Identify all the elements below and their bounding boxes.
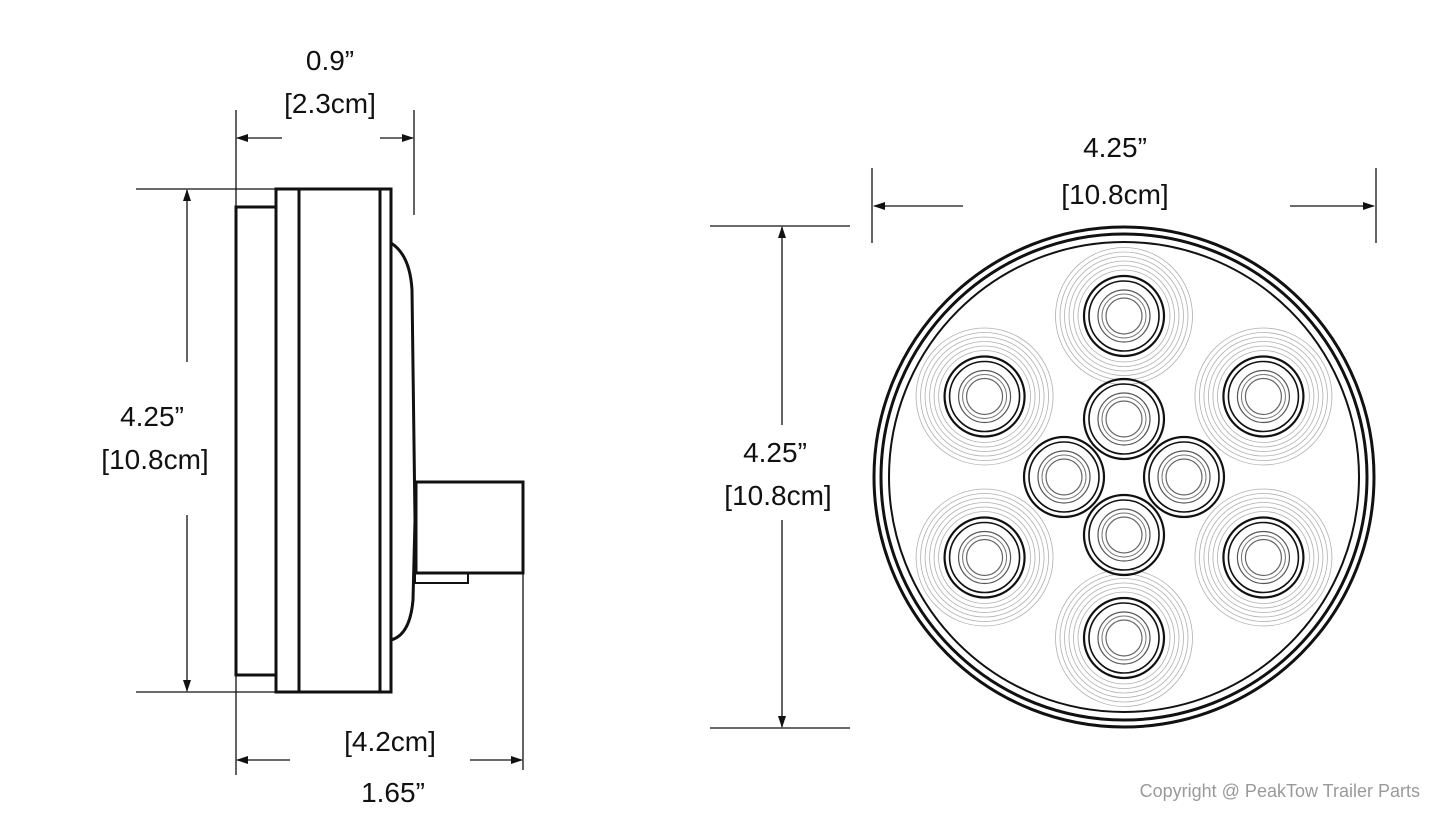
led — [915, 327, 1054, 466]
led — [1082, 493, 1166, 577]
depth-total-inches: 1.65” — [361, 777, 425, 808]
led — [1022, 435, 1106, 519]
led — [1194, 327, 1333, 466]
lens-flange — [234, 205, 278, 677]
led — [1082, 377, 1166, 461]
front-view: 4.25” [10.8cm] 4.25” [10.8cm] — [710, 132, 1377, 729]
connector-tab — [414, 572, 469, 584]
depth-top-cm: [2.3cm] — [284, 88, 376, 119]
lens-edge — [888, 241, 1360, 713]
led-cluster — [915, 247, 1333, 707]
front-height-inches: 4.25” — [743, 437, 807, 468]
led — [915, 488, 1054, 627]
connector-plug — [414, 480, 525, 575]
depth-total-cm: [4.2cm] — [344, 726, 436, 757]
led — [1142, 435, 1226, 519]
copyright-text: Copyright @ PeakTow Trailer Parts — [1140, 781, 1420, 801]
led — [1055, 247, 1193, 385]
housing-body — [274, 187, 393, 694]
depth-top-inches: 0.9” — [306, 45, 354, 76]
front-height-cm: [10.8cm] — [724, 480, 831, 511]
back-dome — [390, 241, 417, 642]
side-height-inches: 4.25” — [120, 401, 184, 432]
front-width-cm: [10.8cm] — [1061, 179, 1168, 210]
side-view: 0.9” [2.3cm] 4.25” [10.8cm] [4.2cm] 1.65… — [101, 45, 525, 808]
front-width-inches: 4.25” — [1083, 132, 1147, 163]
outer-rim — [872, 225, 1376, 729]
side-height-cm: [10.8cm] — [101, 444, 208, 475]
led — [1194, 488, 1333, 627]
led — [1055, 569, 1193, 707]
inner-rim — [879, 232, 1369, 722]
